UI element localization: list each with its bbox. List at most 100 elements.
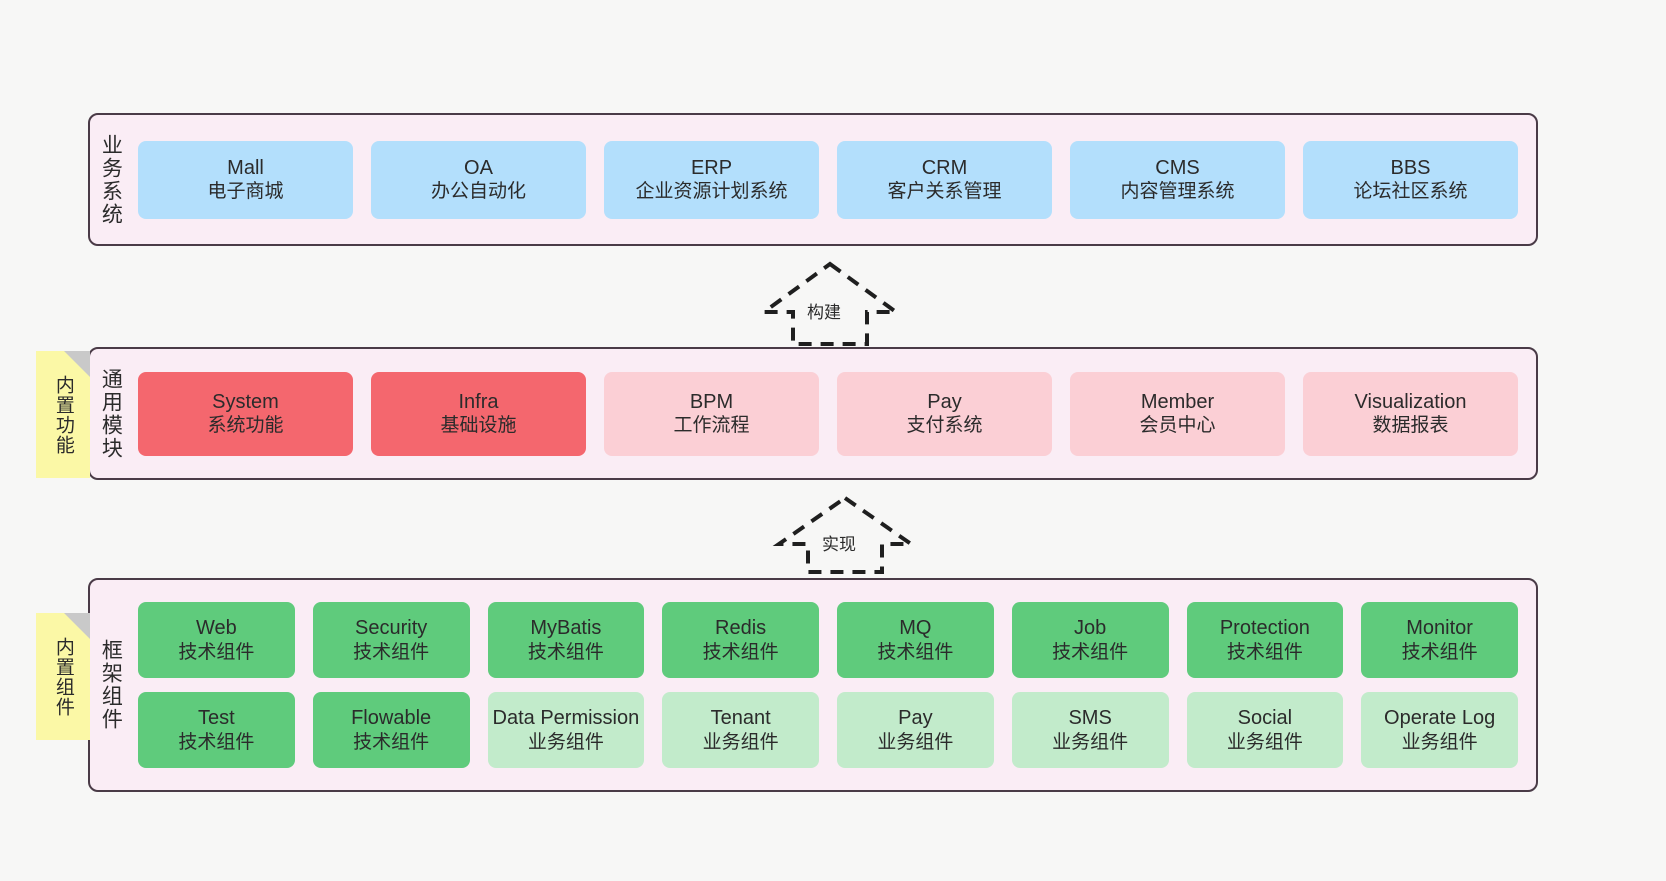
module-card-system[interactable]: System 系统功能 [138, 371, 353, 456]
module-card-monitor[interactable]: Monitor 技术组件 [1361, 602, 1518, 678]
module-card-title: MQ [899, 617, 932, 640]
module-card-mq[interactable]: MQ 技术组件 [837, 602, 994, 678]
module-card-test[interactable]: Test 技术组件 [138, 692, 295, 768]
module-card-subtitle: 业务组件 [527, 731, 604, 753]
module-card-data-permission[interactable]: Data Permission 业务组件 [487, 692, 645, 768]
module-row: System 系统功能 Infra 基础设施 BPM 工作流程 Pay 支付系统… [138, 371, 1518, 456]
sticky-fold-corner-icon [64, 351, 90, 377]
module-card-mall[interactable]: Mall 电子商城 [138, 140, 353, 219]
module-card-subtitle: 会员中心 [1139, 415, 1216, 437]
connector-build: 构建 [755, 258, 905, 350]
module-card-title: OA [464, 156, 493, 179]
module-card-title: Pay [927, 390, 962, 413]
module-card-erp[interactable]: ERP 企业资源计划系统 [604, 140, 819, 219]
module-card-cms[interactable]: CMS 内容管理系统 [1070, 140, 1285, 219]
module-card-sms[interactable]: SMS 业务组件 [1011, 692, 1169, 768]
module-card-title: Social [1237, 707, 1293, 730]
module-card-subtitle: 系统功能 [207, 415, 284, 437]
module-card-title: Monitor [1406, 617, 1473, 640]
module-card-title: MyBatis [530, 617, 602, 640]
module-card-subtitle: 内容管理系统 [1120, 181, 1235, 203]
module-card-subtitle: 业务组件 [877, 731, 954, 753]
layer-title-common-modules: 通用模块 [99, 367, 123, 460]
module-card-subtitle: 办公自动化 [430, 181, 526, 203]
layer-body-business-systems: Mall 电子商城 OA 办公自动化 ERP 企业资源计划系统 CRM 客户关系… [130, 115, 1536, 244]
module-card-protection[interactable]: Protection 技术组件 [1186, 602, 1344, 678]
module-card-subtitle: 技术组件 [527, 641, 604, 663]
module-card-title: Tenant [710, 707, 771, 730]
module-card-subtitle: 技术组件 [353, 731, 430, 753]
layer-body-framework-components: Web 技术组件 Security 技术组件 MyBatis 技术组件 Redi… [130, 580, 1536, 790]
module-row: Test 技术组件 Flowable 技术组件 Data Permission … [138, 692, 1518, 768]
module-card-bpm[interactable]: BPM 工作流程 [604, 371, 819, 456]
module-card-infra[interactable]: Infra 基础设施 [371, 371, 586, 456]
sticky-fold-corner-icon [64, 613, 90, 639]
module-card-subtitle: 技术组件 [877, 641, 954, 663]
module-card-title: Pay [898, 707, 933, 730]
module-card-title: Data Permission [492, 707, 640, 730]
module-card-title: CMS [1155, 156, 1200, 179]
layer-common-modules: 通用模块 System 系统功能 Infra 基础设施 BPM 工作流程 Pay… [88, 347, 1538, 480]
module-card-web[interactable]: Web 技术组件 [138, 602, 295, 678]
layer-framework-components: 框架组件 Web 技术组件 Security 技术组件 MyBatis 技术组件… [88, 578, 1538, 792]
module-card-title: Job [1074, 617, 1107, 640]
layer-body-common-modules: System 系统功能 Infra 基础设施 BPM 工作流程 Pay 支付系统… [130, 349, 1536, 478]
sticky-note-label: 内置功能 [52, 374, 74, 455]
module-card-security[interactable]: Security 技术组件 [312, 602, 470, 678]
module-card-crm[interactable]: CRM 客户关系管理 [837, 140, 1052, 219]
module-card-operate-log[interactable]: Operate Log 业务组件 [1361, 692, 1518, 768]
module-card-subtitle: 技术组件 [1052, 641, 1129, 663]
module-card-title: Security [355, 617, 428, 640]
module-card-title: ERP [690, 156, 733, 179]
connector-implement: 实现 [770, 492, 920, 578]
module-card-title: Flowable [351, 707, 432, 730]
module-card-title: Infra [458, 390, 499, 413]
module-card-redis[interactable]: Redis 技术组件 [662, 602, 819, 678]
module-card-subtitle: 技术组件 [178, 641, 255, 663]
module-card-title: Mall [227, 156, 264, 179]
module-card-title: Member [1140, 390, 1215, 413]
module-row: Web 技术组件 Security 技术组件 MyBatis 技术组件 Redi… [138, 602, 1518, 678]
module-card-subtitle: 数据报表 [1372, 415, 1449, 437]
module-card-social[interactable]: Social 业务组件 [1186, 692, 1344, 768]
layer-business-systems: 业务系统 Mall 电子商城 OA 办公自动化 ERP 企业资源计划系统 CRM… [88, 113, 1538, 246]
module-card-flowable[interactable]: Flowable 技术组件 [312, 692, 470, 768]
module-card-bbs[interactable]: BBS 论坛社区系统 [1303, 140, 1518, 219]
module-row: Mall 电子商城 OA 办公自动化 ERP 企业资源计划系统 CRM 客户关系… [138, 140, 1518, 219]
sticky-note-builtin-features: 内置功能 [36, 351, 90, 478]
module-card-job[interactable]: Job 技术组件 [1011, 602, 1169, 678]
module-card-pay-business[interactable]: Pay 业务组件 [837, 692, 994, 768]
module-card-title: BBS [1390, 156, 1431, 179]
module-card-member[interactable]: Member 会员中心 [1070, 371, 1285, 456]
module-card-subtitle: 企业资源计划系统 [635, 181, 788, 203]
module-card-subtitle: 支付系统 [906, 415, 983, 437]
layer-title-business-systems: 业务系统 [99, 133, 123, 226]
module-card-title: SMS [1068, 707, 1112, 730]
module-card-oa[interactable]: OA 办公自动化 [371, 140, 586, 219]
module-card-tenant[interactable]: Tenant 业务组件 [662, 692, 819, 768]
module-card-subtitle: 工作流程 [673, 415, 750, 437]
module-card-visualization[interactable]: Visualization 数据报表 [1303, 371, 1518, 456]
module-card-pay[interactable]: Pay 支付系统 [837, 371, 1052, 456]
connector-implement-label: 实现 [822, 535, 856, 554]
sticky-note-label: 内置组件 [52, 636, 74, 717]
module-card-subtitle: 技术组件 [702, 641, 779, 663]
sticky-note-builtin-components: 内置组件 [36, 613, 90, 740]
module-card-title: Protection [1219, 617, 1310, 640]
module-card-title: Redis [715, 617, 767, 640]
module-card-subtitle: 业务组件 [1226, 731, 1303, 753]
connector-build-label: 构建 [807, 303, 841, 322]
module-card-title: Visualization [1354, 390, 1467, 413]
module-card-mybatis[interactable]: MyBatis 技术组件 [487, 602, 645, 678]
module-card-title: Test [198, 707, 235, 730]
module-card-title: System [212, 390, 279, 413]
module-card-subtitle: 基础设施 [440, 415, 517, 437]
module-card-subtitle: 技术组件 [1226, 641, 1303, 663]
module-card-title: CRM [921, 156, 968, 179]
module-card-subtitle: 技术组件 [353, 641, 430, 663]
module-card-subtitle: 业务组件 [1401, 731, 1478, 753]
module-card-subtitle: 论坛社区系统 [1353, 181, 1468, 203]
module-card-subtitle: 技术组件 [1401, 641, 1478, 663]
layer-title-framework-components: 框架组件 [99, 639, 123, 731]
